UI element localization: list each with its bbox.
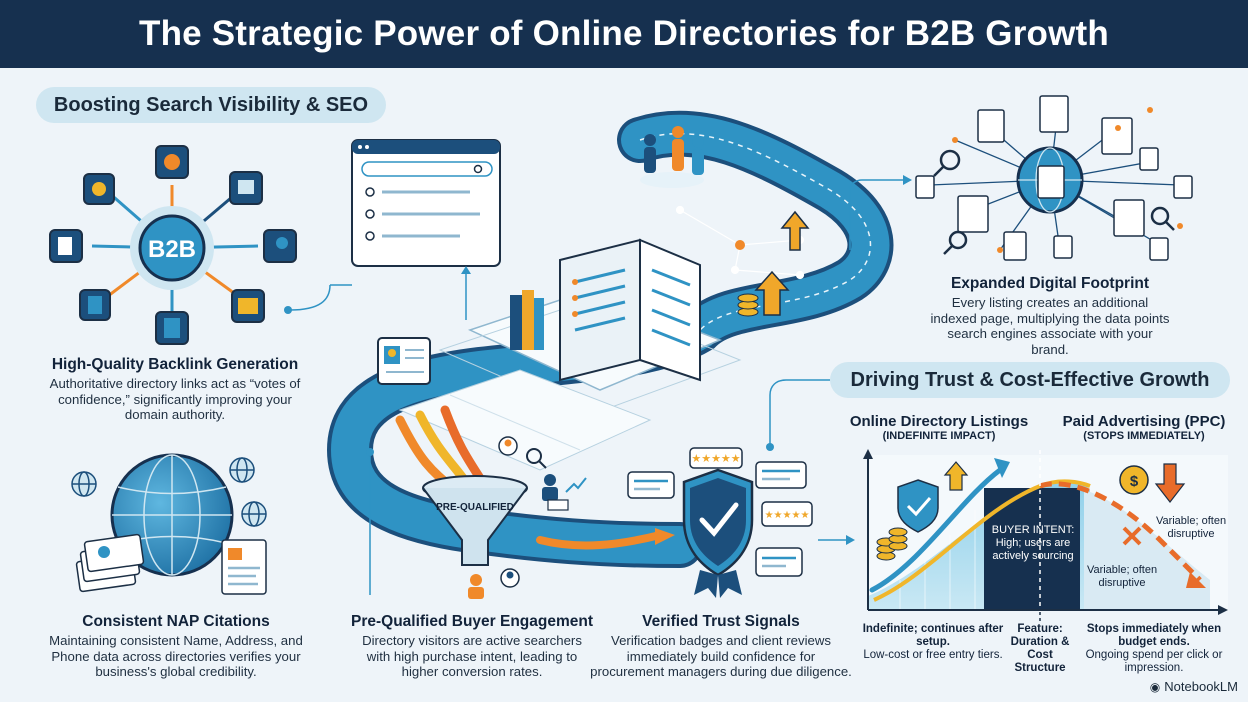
profile-card-icon (377, 337, 431, 385)
footprint-block: Expanded Digital Footprint Every listing… (930, 275, 1170, 357)
directory-book-icon (510, 238, 701, 382)
directory-caption: Indefinite; continues after setup. Low-c… (858, 623, 1008, 662)
svg-text:★★★★★: ★★★★★ (765, 510, 810, 521)
connector-dot (766, 443, 774, 451)
footprint-title: Expanded Digital Footprint (950, 275, 1150, 292)
directory-caption-bold: Indefinite; continues after setup. (862, 623, 1004, 648)
buyer-intent-text: High; users are actively sourcing (992, 537, 1074, 562)
buyer-intent-label: BUYER INTENT: High; users are actively s… (990, 524, 1076, 563)
ppc-caption: Stops immediately when budget ends. Ongo… (1074, 623, 1234, 675)
variable-mid-label: Variable; often disruptive (1086, 564, 1158, 589)
buyer-block: Pre-Qualified Buyer Engagement Directory… (350, 613, 594, 680)
buyer-intent-title: BUYER INTENT: (991, 524, 1075, 536)
b2b-hub-label: B2B (148, 236, 196, 263)
connector (769, 379, 830, 445)
comparison-chart: $ (863, 449, 1228, 624)
funnel-label: PRE-QUALIFIED (436, 502, 514, 513)
ppc-caption-bold: Stops immediately when budget ends. (1086, 623, 1222, 648)
trust-title: Verified Trust Signals (642, 613, 800, 630)
backlink-title: High-Quality Backlink Generation (51, 356, 299, 373)
coin-stack-icon (737, 293, 759, 317)
review-bubbles-icon: ★★★★★ ★★★★★ (627, 447, 813, 577)
connector-arrow (461, 266, 471, 274)
page-title: The Strategic Power of Online Directorie… (139, 14, 1109, 53)
connector-arrow (846, 535, 855, 545)
ppc-caption-text: Ongoing spend per click or impression. (1085, 649, 1223, 674)
ppc-title: Paid Advertising (PPC) (1062, 413, 1226, 430)
people-group-icon (640, 126, 704, 188)
svg-text:$: $ (1130, 473, 1139, 490)
section-seo-pill: Boosting Search Visibility & SEO (36, 87, 386, 123)
section-trust-pill: Driving Trust & Cost-Effective Growth (830, 362, 1230, 398)
connector-arrow (903, 175, 912, 185)
connector (289, 284, 331, 311)
brand-logo: ◉ NotebookLM (1150, 679, 1238, 694)
buyer-text: Directory visitors are active searchers … (362, 633, 582, 679)
nap-text: Maintaining consistent Name, Address, an… (49, 633, 303, 679)
backlink-text: Authoritative directory links act as “vo… (49, 376, 301, 422)
directory-caption-text: Low-cost or free entry tiers. (863, 649, 1003, 661)
globe-icon (110, 453, 234, 577)
title-bar: The Strategic Power of Online Directorie… (0, 0, 1248, 68)
connector-dot (366, 448, 374, 456)
business-cards-icon (75, 533, 145, 593)
ppc-subtitle: (STOPS IMMEDIATELY) (1083, 430, 1205, 442)
brand-icon: ◉ (1149, 679, 1161, 694)
nap-block: Consistent NAP Citations Maintaining con… (36, 613, 316, 680)
small-globe-icons (71, 457, 267, 527)
footprint-text: Every listing creates an additional inde… (930, 295, 1170, 357)
buyer-icons (468, 436, 587, 599)
funnel-icon (422, 475, 528, 566)
directory-column-header: Online Directory Listings (INDEFINITE IM… (846, 413, 1032, 442)
b2b-hub-diagram (91, 185, 259, 312)
nap-title: Consistent NAP Citations (82, 613, 270, 630)
search-window-icon (351, 139, 501, 267)
connector (849, 179, 905, 250)
feature-caption: Feature: Duration & Cost Structure (1010, 623, 1070, 674)
variable-top-label: Variable; often disruptive (1155, 515, 1227, 540)
directory-title: Online Directory Listings (849, 413, 1029, 430)
svg-text:★★★★★: ★★★★★ (691, 452, 740, 465)
directory-subtitle: (INDEFINITE IMPACT) (882, 430, 996, 442)
backlink-block: High-Quality Backlink Generation Authori… (40, 356, 310, 423)
brand-name: NotebookLM (1164, 679, 1238, 694)
growth-arrows-icon (754, 210, 810, 316)
connector-dot (284, 306, 292, 314)
document-icon (221, 539, 267, 595)
verified-shield-icon (682, 468, 754, 598)
footprint-network-diagram (915, 95, 1193, 261)
flow-arrow-icon (655, 528, 675, 545)
trust-block: Verified Trust Signals Verification badg… (590, 613, 852, 680)
hub-node-icons (49, 145, 297, 345)
trust-text: Verification badges and client reviews i… (590, 633, 852, 679)
buyer-title: Pre-Qualified Buyer Engagement (350, 613, 594, 630)
ppc-column-header: Paid Advertising (PPC) (STOPS IMMEDIATEL… (1050, 413, 1238, 442)
